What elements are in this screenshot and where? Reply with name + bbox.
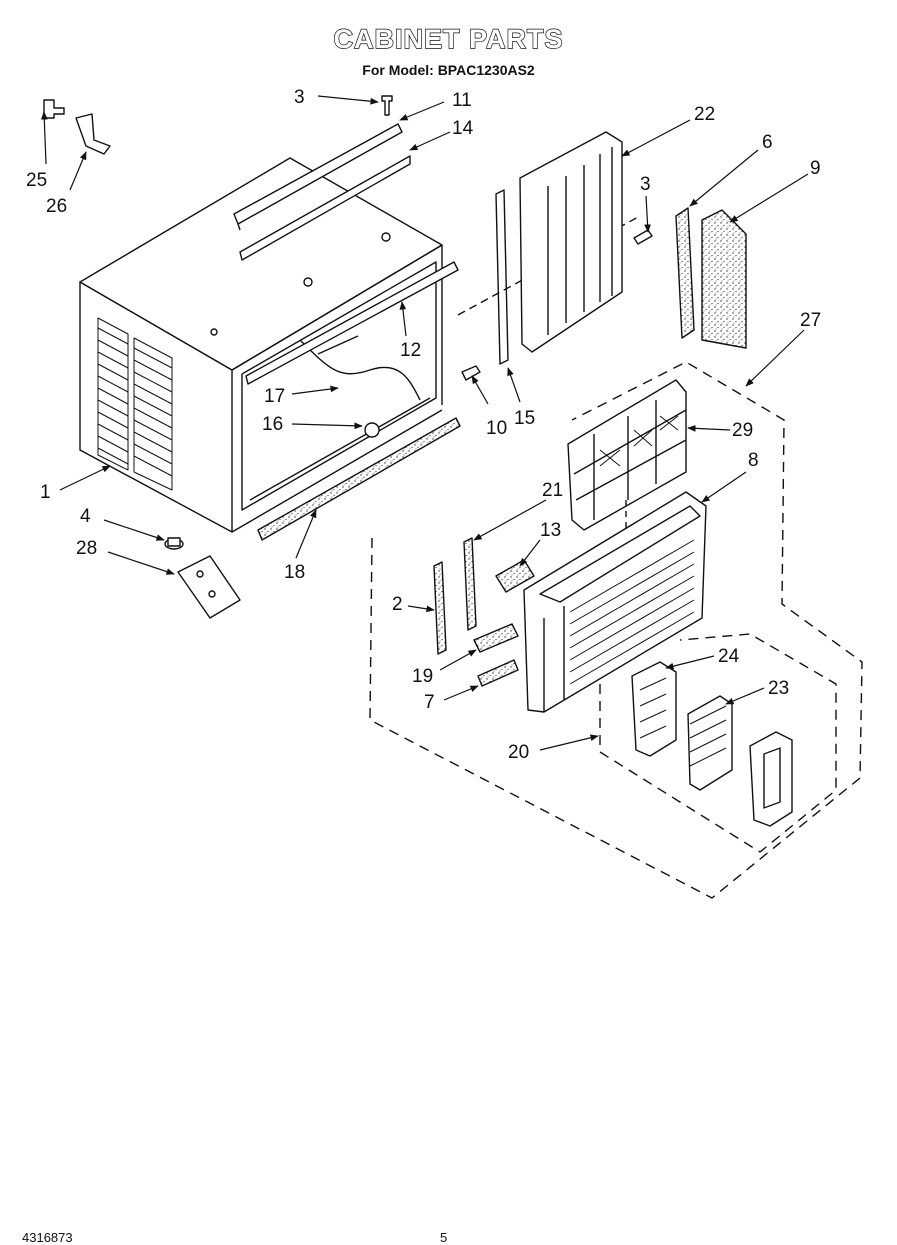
callout-label: 2 <box>392 594 403 615</box>
accordion-panel <box>519 131 623 353</box>
page-number: 5 <box>440 1230 448 1245</box>
callout-label: 29 <box>732 420 753 441</box>
horizontal-louver <box>687 695 733 791</box>
callout-label: 6 <box>762 132 773 153</box>
callout-label: 13 <box>540 520 561 541</box>
vertical-louver <box>631 661 677 757</box>
callout-label: 1 <box>40 482 51 503</box>
callout-label: 11 <box>452 90 472 111</box>
callout-label: 28 <box>76 538 97 559</box>
callout-label: 3 <box>640 174 651 195</box>
callout-label: 10 <box>486 418 507 439</box>
callout-label: 20 <box>508 742 529 763</box>
model-subtitle: For Model: BPAC1230AS2 <box>362 62 535 78</box>
filter-grille <box>567 379 687 531</box>
callout-label: 23 <box>768 678 789 699</box>
callout-label: 3 <box>294 87 305 108</box>
callout-label: 26 <box>46 196 67 217</box>
callout-label: 15 <box>514 408 535 429</box>
callout-label: 18 <box>284 562 305 583</box>
callout-label: 9 <box>810 158 821 179</box>
callout-label: 14 <box>452 118 474 139</box>
callout-label: 7 <box>424 692 435 713</box>
callout-label: 22 <box>694 104 715 125</box>
page-title: CABINET PARTS <box>333 23 564 54</box>
callout-label: 25 <box>26 170 47 191</box>
callout-label: 24 <box>718 646 740 667</box>
callout-label: 4 <box>80 506 91 527</box>
callout-label: 17 <box>264 386 285 407</box>
front-grille <box>523 491 707 713</box>
document-number: 4316873 <box>22 1230 73 1245</box>
callout-label: 27 <box>800 310 821 331</box>
cabinet-shell <box>79 157 443 533</box>
callout-label: 8 <box>748 450 759 471</box>
callout-label: 21 <box>542 480 563 501</box>
callout-label: 16 <box>262 414 283 435</box>
callout-label: 12 <box>400 340 421 361</box>
callout-label: 19 <box>412 666 433 687</box>
